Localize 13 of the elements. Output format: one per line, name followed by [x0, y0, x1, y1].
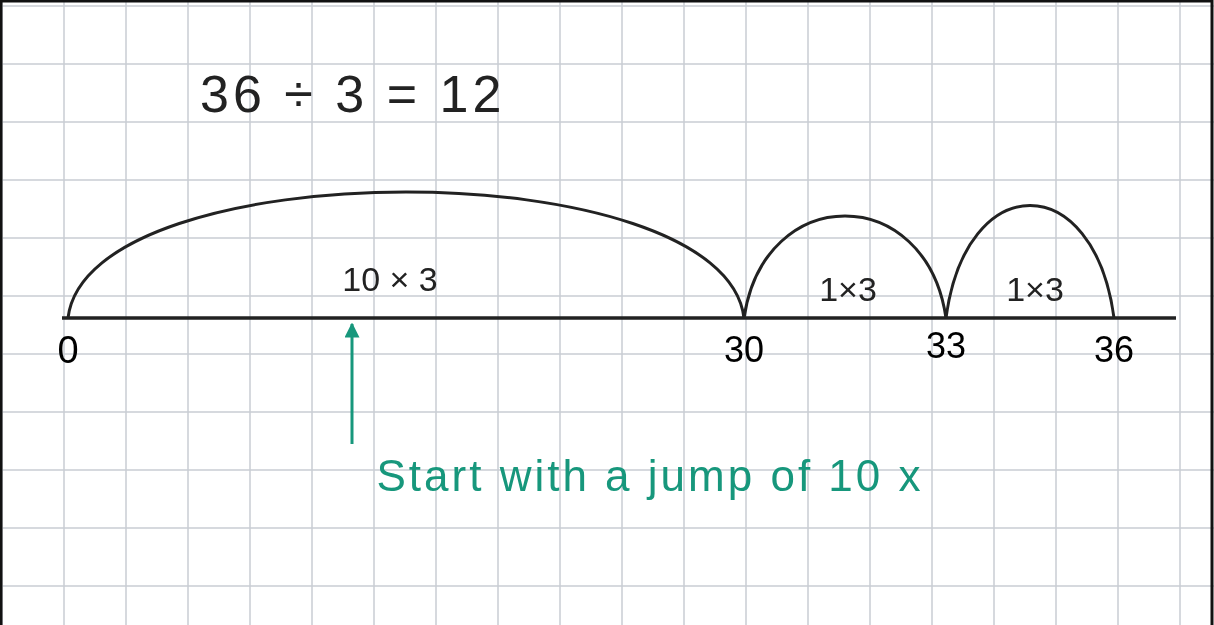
note-text: Start with a jump of 10 x — [285, 444, 1015, 508]
jump-arc — [944, 204, 1116, 319]
edge-label: 10 × 3 — [342, 262, 438, 296]
edge-label: 1×3 — [819, 272, 877, 306]
jump-arc — [742, 214, 948, 319]
jump-arc — [66, 190, 746, 319]
number-label: 36 — [1079, 326, 1149, 374]
number-label: 33 — [911, 322, 981, 370]
number-label: 0 — [43, 326, 93, 374]
division-equation: 36 ÷ 3 = 12 — [200, 68, 506, 120]
number-label: 30 — [709, 326, 779, 374]
pointer-arrow — [344, 322, 360, 444]
edge-label: 1×3 — [1006, 272, 1064, 306]
